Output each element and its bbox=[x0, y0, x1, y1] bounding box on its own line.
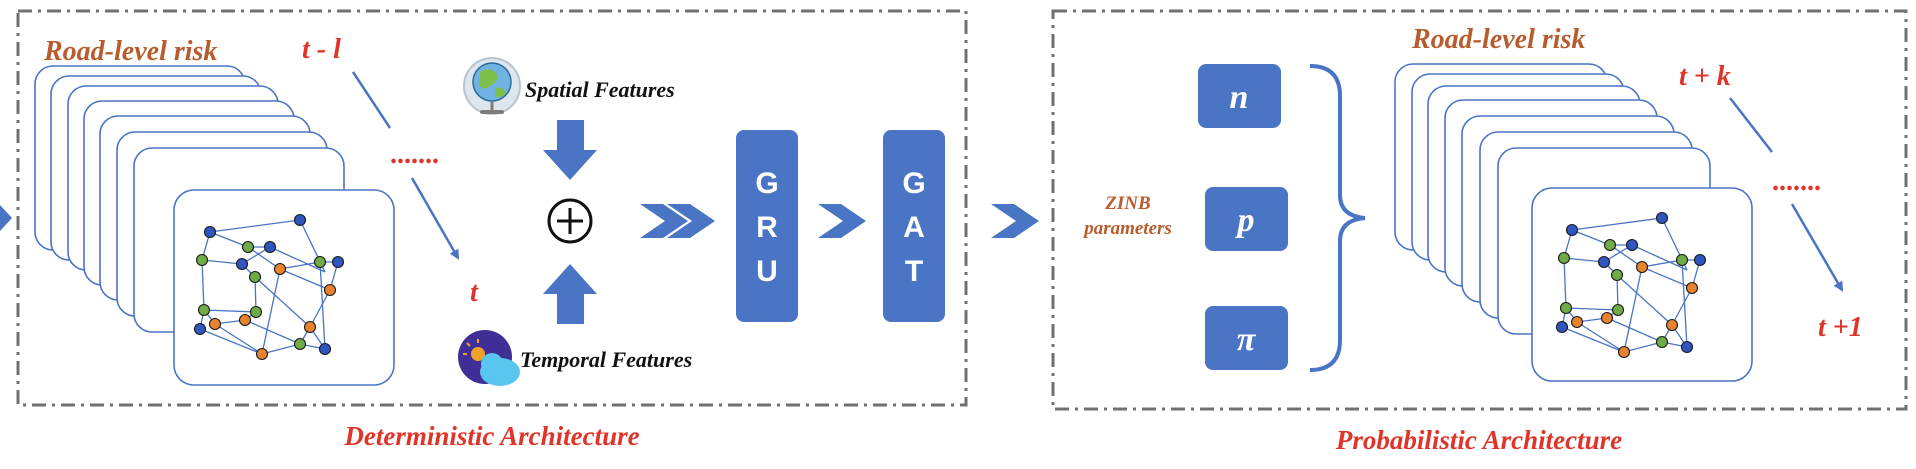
time-arrow bbox=[1790, 203, 1844, 292]
gat-letter: T bbox=[905, 255, 923, 288]
chevron-icon bbox=[818, 204, 866, 238]
gat-block: G A T bbox=[883, 130, 945, 322]
param-pi-label: π bbox=[1237, 321, 1257, 358]
input-arrow-icon bbox=[0, 205, 12, 231]
time-end-label: t +1 bbox=[1818, 312, 1863, 343]
right-brace-icon bbox=[1309, 64, 1366, 372]
spatial-features-label: Spatial Features bbox=[525, 77, 675, 102]
gru-letter: G bbox=[755, 167, 778, 200]
globe-icon bbox=[463, 57, 521, 115]
gru-block: G R U bbox=[736, 130, 798, 322]
deterministic-frame bbox=[16, 9, 968, 407]
time-arrow bbox=[410, 177, 460, 260]
road-level-risk-label: Road-level risk bbox=[1411, 24, 1585, 55]
road-level-risk-label: Road-level risk bbox=[43, 36, 217, 67]
spatial-down-arrow-icon bbox=[543, 120, 597, 180]
graph-card-front bbox=[173, 189, 395, 386]
deterministic-graph-stack bbox=[34, 65, 395, 386]
deterministic-caption: Deterministic Architecture bbox=[343, 421, 639, 451]
param-box-pi: π bbox=[1205, 306, 1288, 370]
temporal-up-arrow-icon bbox=[543, 264, 597, 324]
probabilistic-frame bbox=[1051, 9, 1908, 411]
gru-letter: U bbox=[756, 255, 778, 288]
gat-letter: A bbox=[903, 211, 925, 244]
double-chevron-icon bbox=[640, 204, 715, 238]
zinb-label: parameters bbox=[1082, 218, 1172, 239]
param-box-p: p bbox=[1205, 187, 1288, 251]
probabilistic-graph-stack bbox=[1394, 63, 1753, 382]
time-arrow-segment bbox=[1729, 97, 1773, 153]
gat-letter: G bbox=[902, 167, 925, 200]
param-p-label: p bbox=[1235, 202, 1255, 239]
probabilistic-caption: Probabilistic Architecture bbox=[1335, 425, 1622, 455]
weather-icon bbox=[458, 330, 520, 386]
fusion-plus-icon bbox=[547, 198, 593, 244]
time-ellipsis: ....... bbox=[1772, 166, 1821, 197]
section-connector-chevron-icon bbox=[991, 204, 1039, 238]
time-start-label: t - l bbox=[302, 34, 341, 65]
time-end-label: t bbox=[470, 277, 479, 308]
gru-letter: R bbox=[756, 211, 778, 244]
zinb-label: ZINB bbox=[1104, 193, 1150, 214]
param-n-label: n bbox=[1230, 79, 1249, 116]
time-start-label: t + k bbox=[1679, 61, 1731, 92]
time-ellipsis: ....... bbox=[390, 139, 439, 170]
time-arrow-segment bbox=[351, 71, 392, 129]
temporal-features-label: Temporal Features bbox=[520, 347, 692, 372]
param-box-n: n bbox=[1198, 64, 1281, 128]
